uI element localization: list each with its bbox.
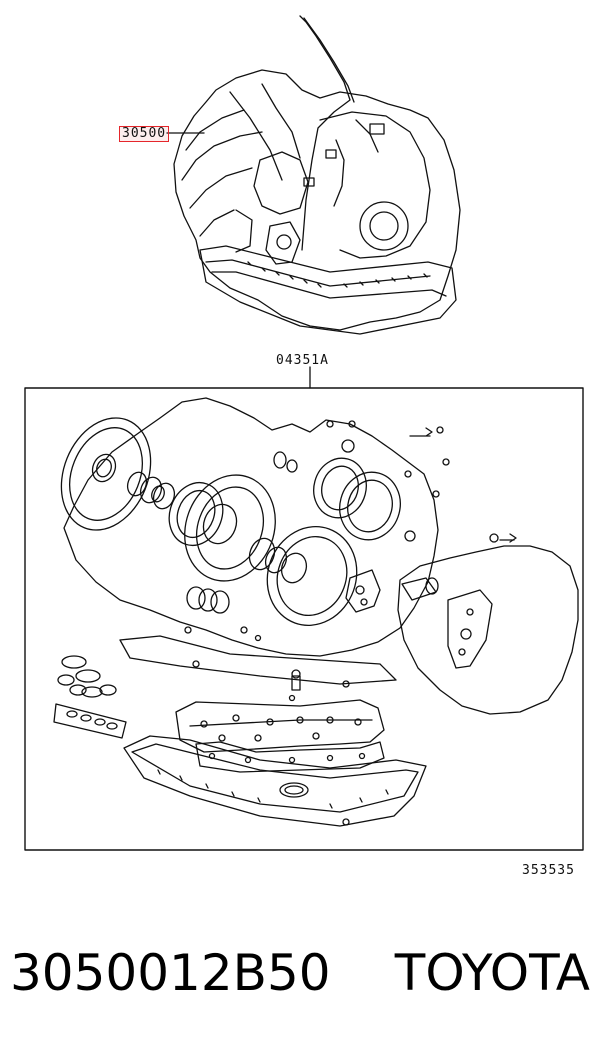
transmission-assembly-drawing — [166, 15, 461, 335]
kit-callout[interactable]: 04351A — [276, 353, 329, 368]
part-number: 3050012B50 — [10, 944, 331, 1002]
assembly-callout[interactable]: 30500 — [119, 126, 170, 142]
overhaul-kit-drawing — [53, 397, 579, 827]
brand-name: TOYOTA — [394, 944, 590, 1002]
kit-frame — [24, 387, 584, 851]
part-caption: 3050012B50 TOYOTA — [10, 938, 590, 1008]
figure-number: 353535 — [522, 863, 575, 878]
